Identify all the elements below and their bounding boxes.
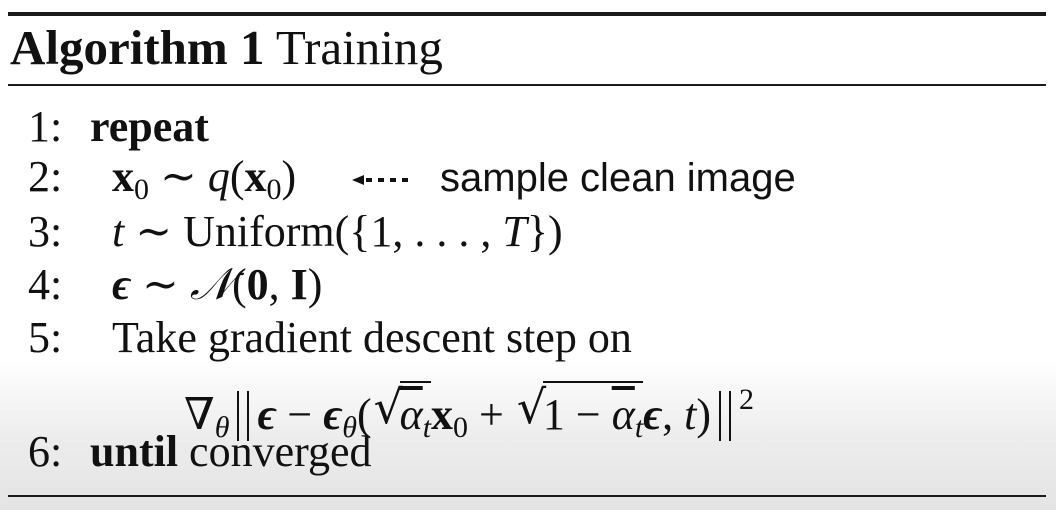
bottom-rule	[8, 495, 1046, 497]
step-5-number: 5:	[28, 313, 63, 362]
until-keyword: until	[90, 427, 179, 476]
sample-epsilon-formula: ϵ ∼ 𝒩(0, I)	[112, 259, 323, 310]
until-converged: until converged	[90, 425, 372, 479]
top-rule	[8, 12, 1046, 16]
uniform-text: Uniform	[183, 207, 335, 256]
step-1-number: 1:	[28, 102, 63, 151]
arrow-left-icon	[352, 175, 408, 185]
sample-t-formula: t ∼ Uniform({1, . . . , T})	[112, 207, 563, 256]
repeat-keyword: repeat	[90, 102, 209, 151]
annotation-sample-clean-image: sample clean image	[440, 156, 796, 200]
algorithm-title: Algorithm 1 Training	[10, 16, 443, 80]
algorithm-label: Algorithm 1	[10, 20, 265, 75]
algorithm-name: Training	[275, 20, 443, 75]
step-4-number: 4:	[28, 260, 63, 309]
step-2-number: 2:	[28, 152, 63, 201]
sample-x0-formula: x0 ∼ q(x0)	[112, 152, 297, 206]
converged-text: converged	[189, 427, 372, 476]
header-rule	[8, 84, 1046, 86]
step-6-number: 6:	[28, 427, 63, 476]
gradient-step-text: Take gradient descent step on	[112, 313, 632, 362]
step-3-number: 3:	[28, 207, 63, 256]
